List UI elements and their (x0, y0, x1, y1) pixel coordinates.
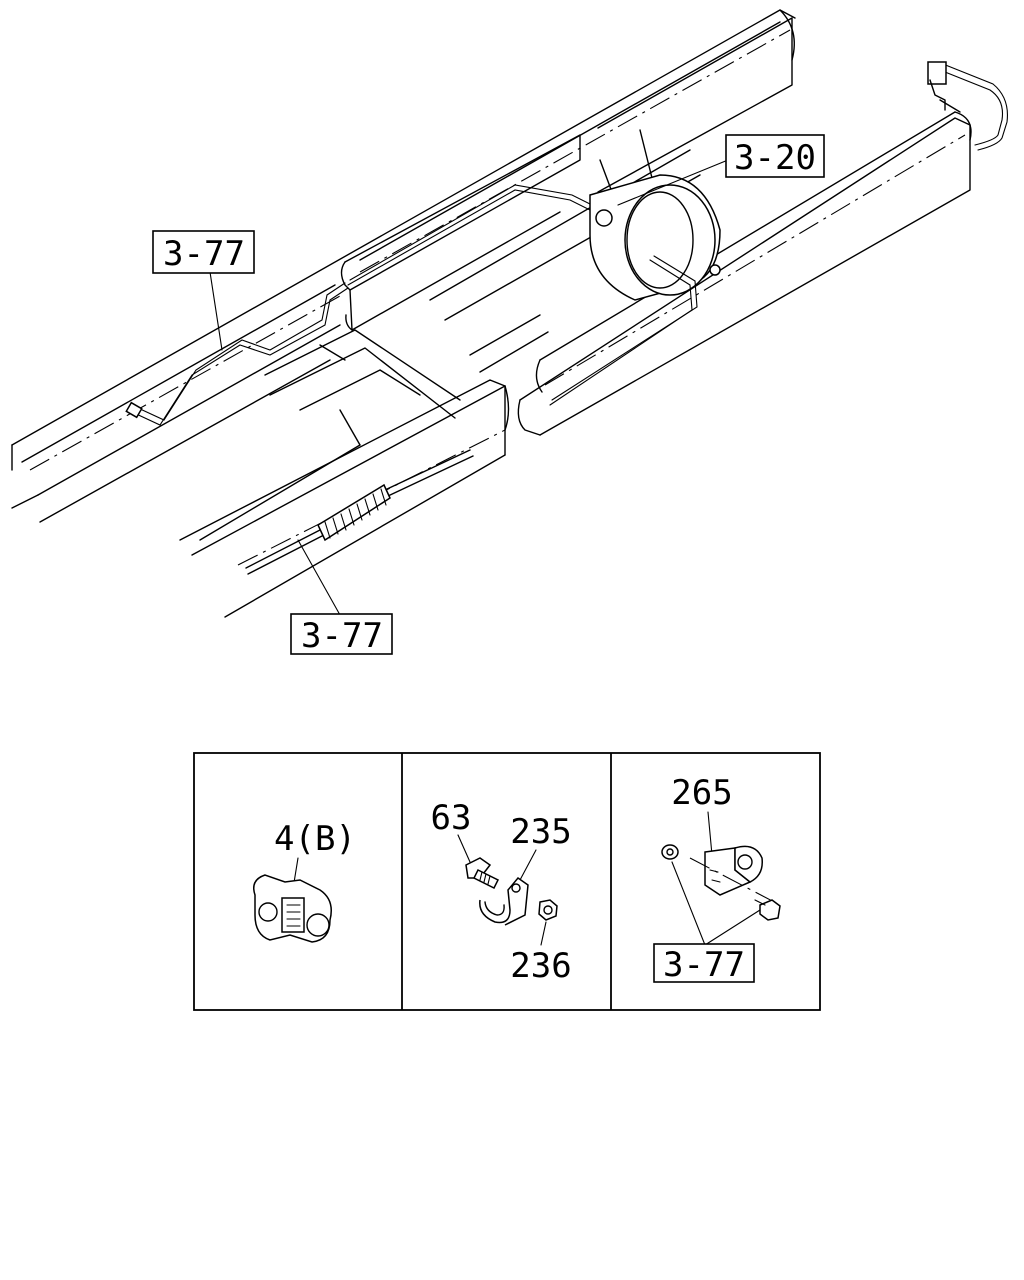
chassis-frame-drawing (11, 9, 972, 618)
air-tank (549, 174, 721, 406)
brake-pipe-left (125, 282, 349, 426)
callout-3-77-detail-label: 3-77 (663, 945, 745, 985)
detail-panel-bracket: 265 3-77 (653, 773, 781, 985)
nut-icon (538, 899, 558, 921)
brake-pipe-upper (347, 184, 603, 286)
callout-3-20-label: 3-20 (734, 138, 816, 178)
detail-panel-clip: 4(B) (253, 819, 356, 943)
detail-panel-clamp: 63 235 236 (431, 798, 572, 986)
part-number-236: 236 (510, 946, 571, 986)
bracket-icon (689, 845, 781, 906)
callout-3-77-bottom: 3-77 (290, 539, 393, 656)
part-number-4b: 4(B) (274, 819, 356, 859)
brake-pipe-right (927, 61, 1008, 151)
part-number-265: 265 (671, 773, 732, 813)
bolt-icon (754, 899, 781, 921)
callout-3-77-top-label: 3-77 (163, 234, 245, 274)
callout-3-77-bottom-label: 3-77 (301, 616, 383, 656)
bolt-icon (465, 857, 500, 890)
nut-washer-icon (661, 844, 679, 860)
callout-3-77-top: 3-77 (152, 230, 255, 351)
callout-3-20: 3-20 (617, 134, 825, 206)
spring-hose (245, 449, 474, 575)
detail-panels (193, 752, 821, 1011)
clamp-icon (479, 876, 529, 926)
clip-icon (253, 874, 332, 943)
part-number-63: 63 (431, 798, 472, 838)
part-number-235: 235 (510, 812, 571, 852)
